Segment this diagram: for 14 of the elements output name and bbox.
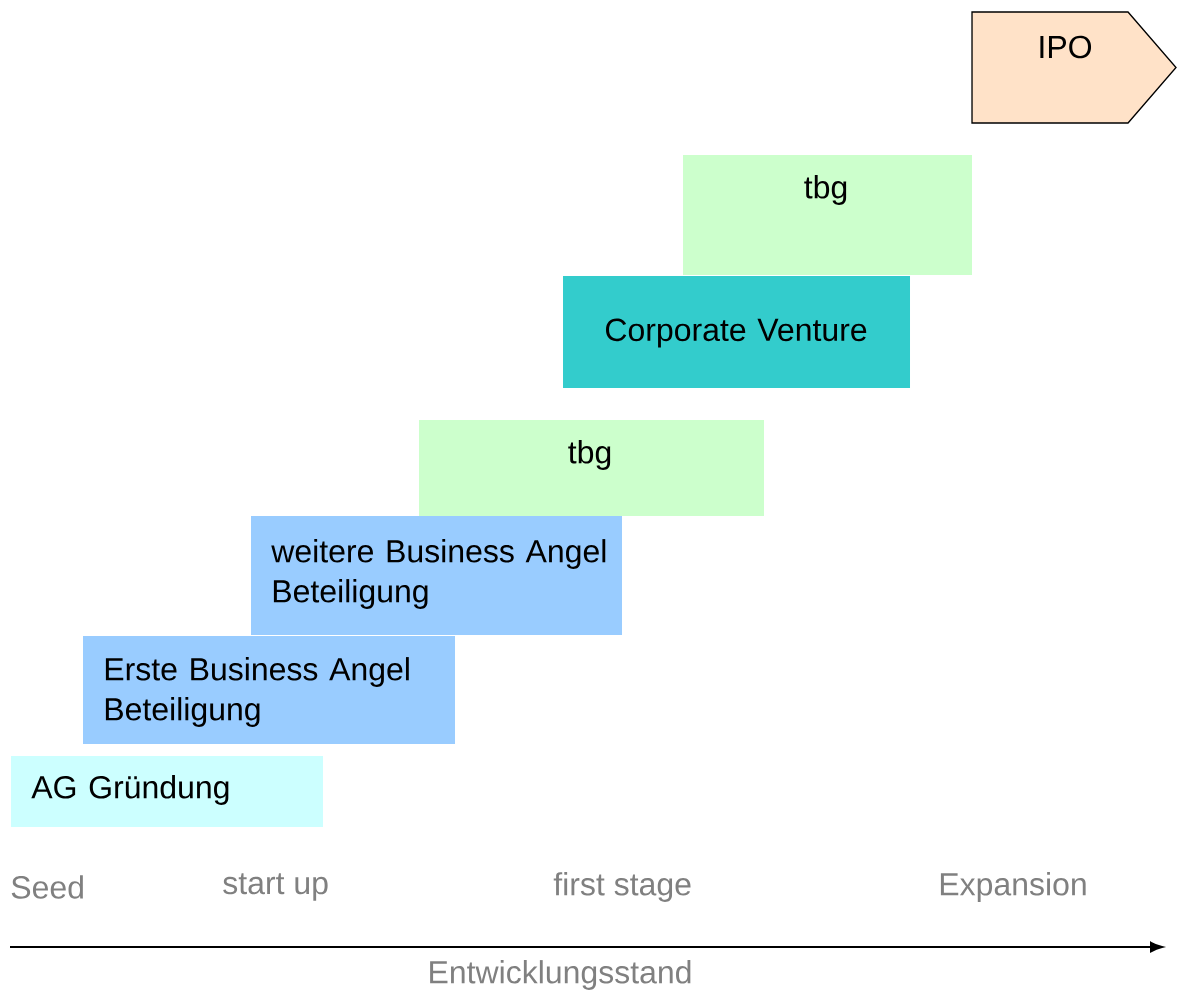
ipo-tag: IPO bbox=[971, 11, 1177, 124]
stage-box: weitere Business Angel Beteiligung bbox=[251, 516, 622, 635]
stage-label: first stage bbox=[553, 872, 691, 902]
stage-box: Erste Business Angel Beteiligung bbox=[83, 636, 455, 744]
stage-box: tbg bbox=[683, 155, 972, 275]
stage-label: Expansion bbox=[940, 872, 1086, 902]
stage-label: Seed bbox=[11, 875, 83, 899]
stage-box: AG Gründung bbox=[11, 756, 323, 827]
axis-title: Entwicklungsstand bbox=[430, 960, 691, 990]
stage-label: start up bbox=[223, 873, 328, 901]
stage-box: Corporate Venture bbox=[563, 276, 910, 388]
node-label: weitere Business Angel Beteiligung bbox=[271, 539, 606, 609]
stage-box: tbg bbox=[419, 420, 764, 516]
node-label: Erste Business Angel Beteiligung bbox=[105, 657, 409, 727]
